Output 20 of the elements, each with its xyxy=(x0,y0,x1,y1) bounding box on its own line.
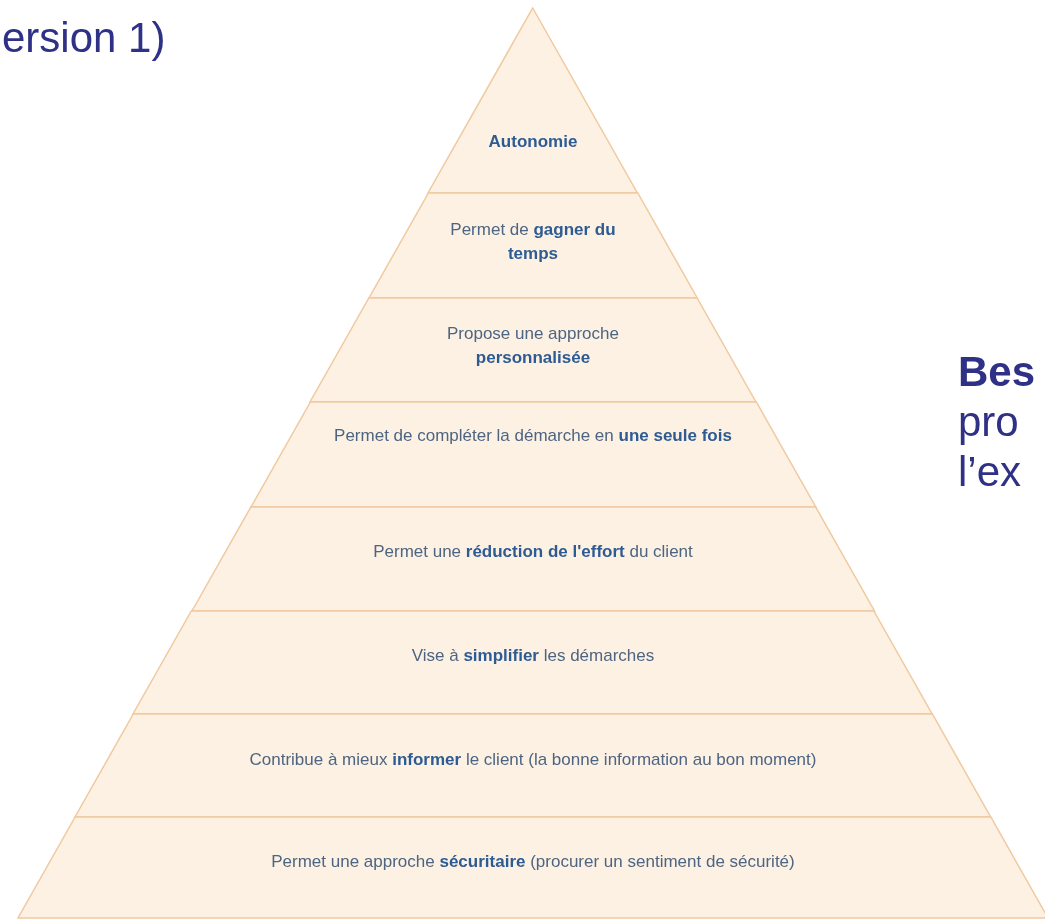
side-text-fragment: l’ex xyxy=(958,448,1022,496)
tier-text: Autonomie xyxy=(487,131,579,153)
tier-text: Permet une approche sécuritaire (procurer un sentiment de sécurité) xyxy=(270,851,796,873)
side-text-fragment: pro xyxy=(958,398,1019,446)
tier-text: Vise à simplifier les démarches xyxy=(410,645,656,667)
tier-text: Propose une approche personnalisée xyxy=(445,323,620,369)
tier-text: Contribue à mieux informer le client (la bonne information au bon moment) xyxy=(248,749,818,771)
pyramid-tier xyxy=(428,8,638,193)
tier-text: Permet de gagner du temps xyxy=(449,219,617,265)
pyramid-tier xyxy=(310,298,756,402)
tier-text: Permet de compléter la démarche en une seule fois xyxy=(333,425,733,447)
pyramid-tier xyxy=(18,817,1045,918)
pyramid-tier xyxy=(368,193,698,298)
pyramid-tier xyxy=(75,714,991,817)
heading-fragment: ersion 1) xyxy=(2,14,166,62)
pyramid-tier xyxy=(191,507,875,611)
pyramid-tier xyxy=(250,402,816,507)
tier-text: Permet une réduction de l'effort du client xyxy=(372,541,694,563)
side-text-fragment: Bes xyxy=(958,348,1036,396)
pyramid-tier xyxy=(133,611,933,714)
